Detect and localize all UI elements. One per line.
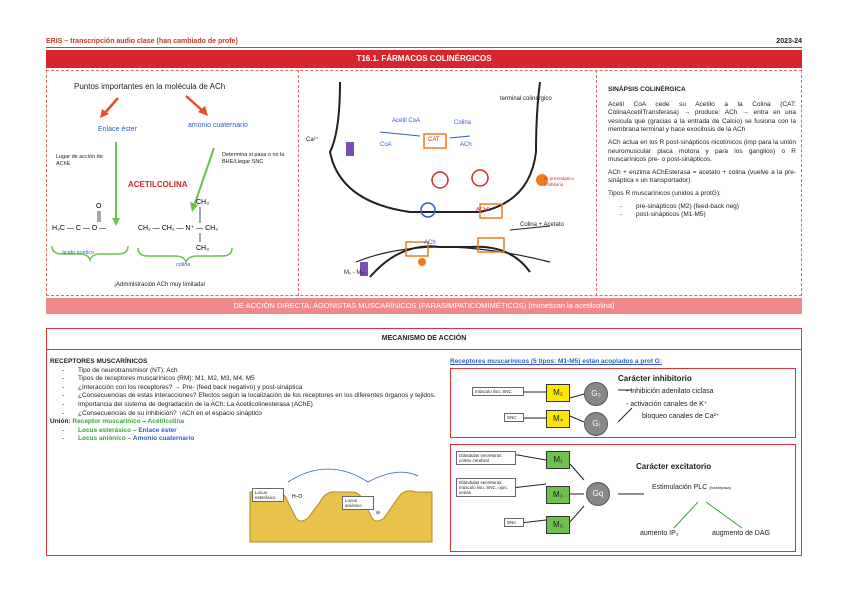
union-acetil: Acetilcolina xyxy=(147,418,185,426)
m1m5-label: M₁ - M₅ xyxy=(344,270,364,276)
synapse-p4: Tipos R muscarínicos (unidos a protG): xyxy=(608,189,721,197)
receptor-m5: M₅ xyxy=(546,516,570,534)
bottom-section xyxy=(46,328,802,556)
synapse-list: pre-sinápticos (M2) (feed-back neg) post… xyxy=(608,203,796,220)
lbl-snc-2: SNC xyxy=(504,518,524,527)
calcium-label: Ca²⁺ xyxy=(306,137,319,143)
synapse-p2: ACh actua en los R post-sinápticos nicot… xyxy=(608,138,796,164)
locus-esterasico: Locus esterásico – Enlace éster xyxy=(50,427,446,436)
union-dash: – xyxy=(140,418,148,426)
colina-label: colina xyxy=(176,262,191,268)
receptor-m1: M₁ xyxy=(546,451,570,469)
inh-line-3: bloqueo canales de Ca²⁺ xyxy=(642,413,720,420)
receptor-item: Tipo de neurotransmisor (NT): Ach xyxy=(50,367,446,376)
receptores-list: Tipo de neurotransmisor (NT): Ach Tipos … xyxy=(50,367,446,419)
site-esterasic-label: Locus esterásico xyxy=(252,488,284,502)
inh-line-2: - activación canales de K⁺ xyxy=(626,401,708,408)
top-section xyxy=(46,70,802,296)
molecule-heading: Puntos importantes en la molécula de ACh xyxy=(74,82,226,91)
lbl-snc-1: SNC xyxy=(504,413,524,422)
receptor-item: ¿Consecuencias de estas interacciones? E… xyxy=(50,392,446,401)
header-divider xyxy=(46,47,802,48)
protein-gq: Gq xyxy=(586,482,610,506)
protein-gi: Gᵢ xyxy=(584,412,608,436)
site-anionic-label: Locus aniónico xyxy=(342,496,374,510)
protein-go: G₀ xyxy=(584,382,608,406)
receptor-m4: M₄ xyxy=(546,410,570,428)
header-year: 2023-24 xyxy=(776,38,802,45)
svg-text:H₃C — C — O —: H₃C — C — O — xyxy=(52,225,106,232)
dag-label: augmento de DAG xyxy=(712,530,770,537)
admin-note: ¡Administración ACh muy limitada! xyxy=(114,282,206,288)
ach-mid-label: ACh xyxy=(424,240,436,246)
inh-line-1: - Inhibición adenilato ciclasa xyxy=(626,388,714,395)
receptores-title: RECEPTORES MUSCARÍNICOS xyxy=(50,358,148,365)
svg-text:O: O xyxy=(96,203,102,210)
lugar-accion-note: Lugar de acción de AChE xyxy=(56,154,103,167)
receptors-title: Receptores muscarínicos (5 tipos: M1-M5)… xyxy=(450,358,663,365)
union-receptor: Receptor muscarínico xyxy=(72,418,141,426)
excitatory-title: Carácter excitatorio xyxy=(636,462,712,471)
coa-label: CoA xyxy=(380,142,392,148)
plc-label: Estimulación PLC (fosfolipasa) xyxy=(652,484,731,491)
acido-acetico-label: ácido acético xyxy=(62,250,95,256)
synapse-p3: ACh + enzima AChEsterasa = acetato + col… xyxy=(608,168,796,185)
synapse-item-pre: pre-sinápticos (M2) (feed-back neg) xyxy=(608,203,796,212)
synapse-text: SINÁPSIS COLINÉRGICA Acetil CoA cede su … xyxy=(608,86,796,220)
svg-text:CH₂ — CH₂ — N⁺ — CH₃: CH₂ — CH₂ — N⁺ — CH₃ xyxy=(138,225,218,232)
svg-text:H–O: H–O xyxy=(292,494,302,500)
receptor-item: ¿Consecuencias de su inhibición? ↑ACh en… xyxy=(50,410,446,419)
lbl-musculo-snc: músculo liso, SNC xyxy=(472,387,524,396)
receptor-item: ¿Interacción con los receptores? → Pre- … xyxy=(50,384,446,393)
binding-site-drawing: H–O ⊖ xyxy=(249,468,433,543)
synapse-p1: Acetil CoA cede su Acetilo a la Colina (… xyxy=(608,100,796,134)
union-line: Unión: Receptor muscarínico – Acetilcoli… xyxy=(50,418,446,427)
inhibitory-title: Carácter inhibitorio xyxy=(618,374,692,383)
locus-anionico: Locus aniónico – Amonio cuaternario xyxy=(50,435,446,444)
excitatory-box xyxy=(450,444,796,552)
molecule-arrows: H₃C — C — O — O CH₂ — CH₂ — N⁺ — CH₃ CH₃… xyxy=(51,95,233,265)
receptor-arrows xyxy=(511,389,743,529)
synapse-title: SINÁPSIS COLINÉRGICA xyxy=(608,86,686,93)
synapse-item-post: post-sinápticos (M1-M5) xyxy=(608,211,796,220)
amonio-label: amonio cuaternario xyxy=(188,122,248,129)
cat-label: CAT xyxy=(428,137,440,143)
receptor-m3: M₃ xyxy=(546,486,570,504)
determina-note: Determina si pasa o no la BHE/Llegar SNC xyxy=(222,152,285,165)
divider-left xyxy=(298,70,299,296)
inhibitory-box xyxy=(450,368,796,438)
page-title: T16.1. FÁRMACOS COLINÉRGICOS xyxy=(46,50,802,68)
ip3-label: aumento IP₃ xyxy=(640,530,679,537)
receptores-block: RECEPTORES MUSCARÍNICOS Tipo de neurotra… xyxy=(50,358,446,444)
enlace-ester-label: Enlace éster xyxy=(98,126,137,133)
svg-text:CH₃: CH₃ xyxy=(196,245,209,252)
colina-diagram-label: Colina xyxy=(454,120,472,126)
locus-list: Locus esterásico – Enlace éster Locus an… xyxy=(50,427,446,444)
ach-label: ACh xyxy=(460,142,472,148)
section-band: DE ACCIÓN DIRECTA: AGONISTAS MUSCARÍNICO… xyxy=(46,298,802,314)
synapse-drawing xyxy=(328,81,551,278)
terminal-label: terminal colinérgico xyxy=(500,96,552,102)
receptor-m2: M₂ xyxy=(546,384,570,402)
mecanismo-title: MECANISMO DE ACCIÓN xyxy=(46,328,802,350)
svg-text:CH₃: CH₃ xyxy=(196,199,209,206)
lbl-glandulas-1: Glándulas secretoras córtex cerebral xyxy=(456,451,516,465)
union-label: Unión: xyxy=(50,418,71,426)
lbl-glandulas-2: Glándulas secretoras músculo liso, SNC, … xyxy=(456,478,516,497)
header-left: ERIS – transcripción audio clase (han ca… xyxy=(46,38,238,45)
divider-right xyxy=(596,70,597,296)
svg-text:⊖: ⊖ xyxy=(376,510,380,516)
receptor-item: Tipos de receptores muscarínicos (RM): M… xyxy=(50,375,446,384)
presinaptic-label: R. presináptico inhibitorio xyxy=(544,176,575,187)
receptor-item: Importancia del sistema de degradación d… xyxy=(50,401,446,410)
colina-acetato-label: Colina + Acetato xyxy=(520,222,564,228)
ache-label: AChE xyxy=(476,207,491,213)
acetilcolina-label: ACETILCOLINA xyxy=(128,180,188,189)
acetilcoa-label: Acetil CoA xyxy=(392,118,421,124)
